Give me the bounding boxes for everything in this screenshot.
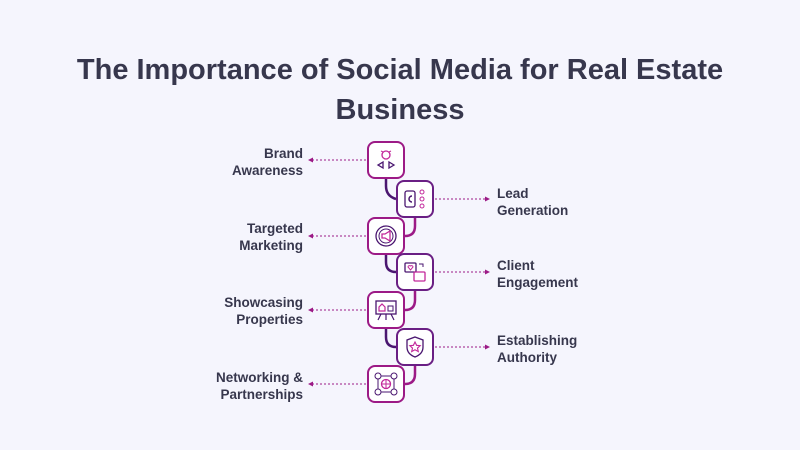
magnet-people-icon xyxy=(404,189,425,209)
target-megaphone-icon xyxy=(375,225,397,247)
showcasing-properties-node xyxy=(367,291,405,329)
lead-generation-node xyxy=(396,180,434,218)
brand-awareness-node xyxy=(367,141,405,179)
page-title: The Importance of Social Media for Real … xyxy=(0,50,800,130)
lightbulb-megaphone-icon xyxy=(376,150,396,170)
title-line-1: The Importance of Social Media for Real … xyxy=(76,54,724,86)
title-line-2: Business xyxy=(335,94,465,126)
establishing-authority-node xyxy=(396,328,434,366)
house-presentation-icon xyxy=(375,300,397,321)
globe-network-icon xyxy=(374,372,398,396)
networking-partnerships-node xyxy=(367,365,405,403)
label-networking-partnerships: Networking &Partnerships xyxy=(215,370,303,402)
client-engagement-node xyxy=(396,253,434,291)
chat-like-icon xyxy=(404,262,426,282)
targeted-marketing-node xyxy=(367,217,405,255)
shield-star-icon xyxy=(406,336,424,358)
